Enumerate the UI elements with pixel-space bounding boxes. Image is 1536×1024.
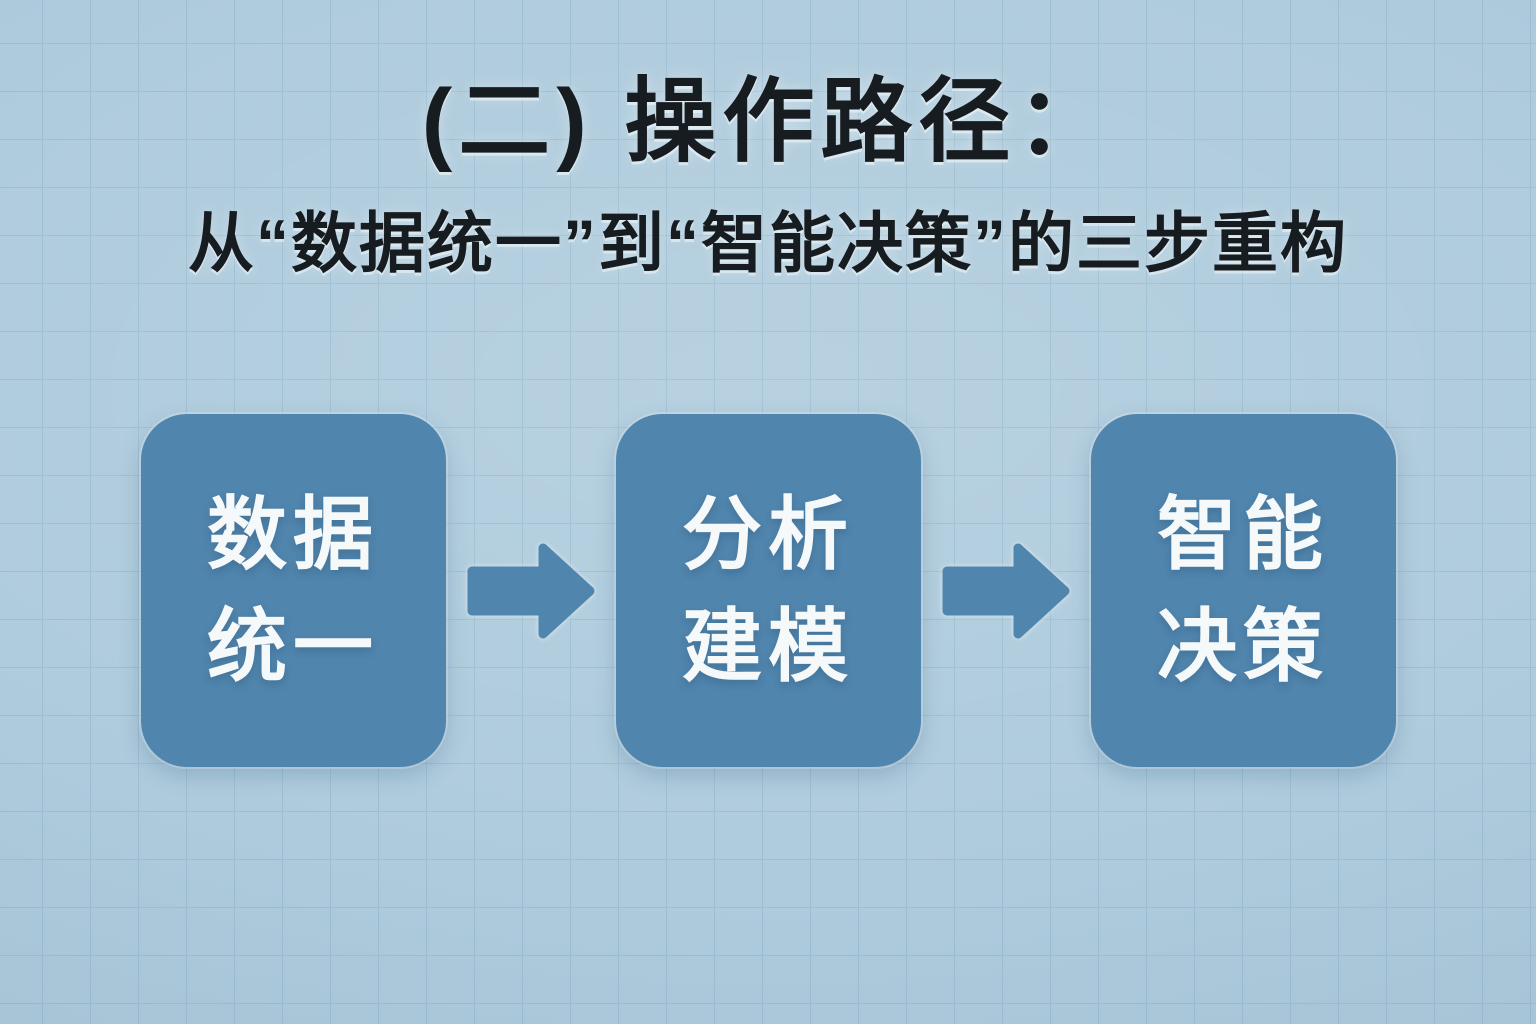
step-label-line: 分析 (682, 489, 854, 579)
page-title: (二) 操作路径： (421, 71, 1115, 173)
page-subtitle: 从“数据统一”到“智能决策”的三步重构 (188, 206, 1348, 280)
step-label-line: 建模 (682, 601, 854, 691)
right-arrow-icon (467, 543, 594, 638)
step-box-intelligent-decision: 智能 决策 (1090, 414, 1396, 767)
step-box-analysis-modeling: 分析 建模 (615, 414, 921, 767)
step-label-line: 智能 (1157, 489, 1329, 579)
flow-diagram: 数据 统一 分析 建模 智能 决策 (0, 414, 1536, 767)
step-label-line: 统一 (207, 601, 379, 691)
step-box-data-unification: 数据 统一 (140, 414, 446, 767)
right-arrow-icon (942, 543, 1069, 638)
step-label-line: 数据 (207, 489, 379, 579)
step-label-line: 决策 (1157, 601, 1329, 691)
